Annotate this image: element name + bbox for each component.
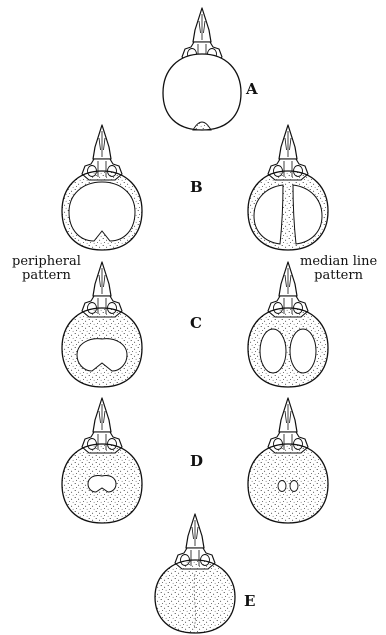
median-line-pattern-label: median line pattern: [300, 255, 377, 283]
stage-label-a: A: [246, 80, 258, 98]
median-line-pattern-line1: median line: [300, 255, 377, 269]
skull-d-peripheral: [62, 398, 142, 523]
stage-label-e: E: [244, 592, 255, 610]
peripheral-pattern-line1: peripheral: [12, 255, 81, 269]
skull-d-median: [248, 398, 328, 523]
stage-label-b: B: [190, 178, 203, 196]
skull-a: [163, 8, 241, 130]
stage-label-c: C: [190, 314, 202, 332]
stage-label-d: D: [190, 452, 203, 470]
peripheral-pattern-line2: pattern: [12, 269, 81, 283]
skull-b-peripheral: [62, 125, 142, 250]
median-line-pattern-line2: pattern: [300, 269, 377, 283]
skull-b-median: [248, 125, 328, 250]
skull-e: [155, 514, 235, 633]
peripheral-pattern-label: peripheral pattern: [12, 255, 81, 283]
